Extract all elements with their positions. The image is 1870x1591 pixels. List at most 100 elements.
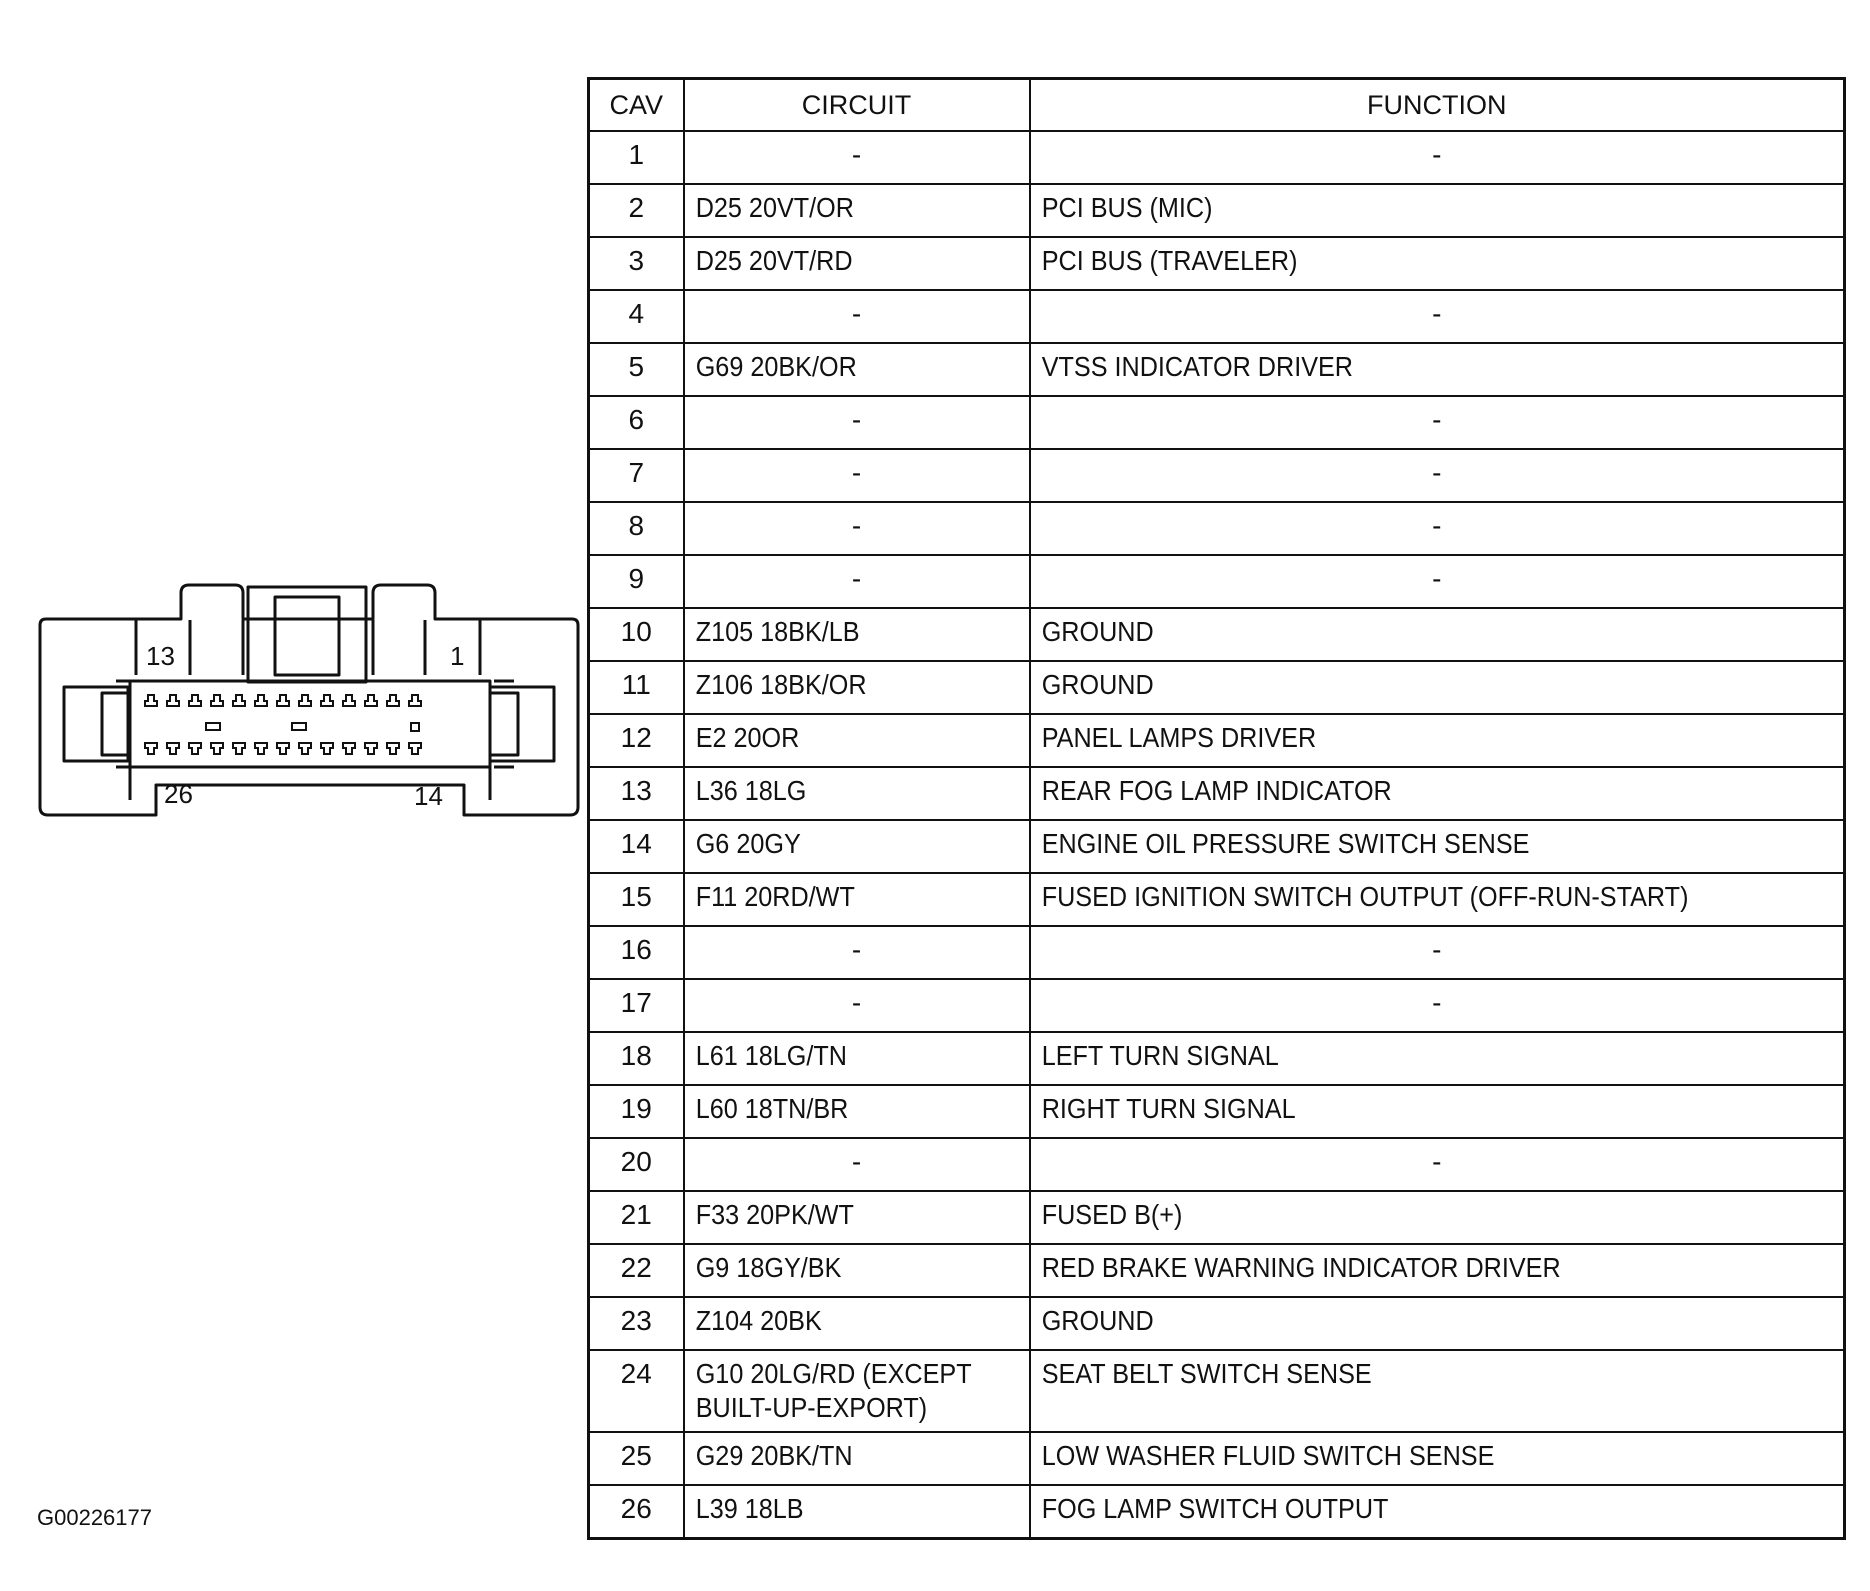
cav-cell: 25 (587, 1431, 685, 1486)
function-cell: - (1028, 554, 1846, 609)
circuit-cell: - (682, 554, 1031, 609)
bottom-row-pin (320, 742, 334, 755)
pin-label-1: 1 (450, 641, 464, 671)
cav-cell: 16 (587, 925, 685, 980)
function-cell: - (1028, 925, 1846, 980)
bottom-row-pin (188, 742, 202, 755)
function-cell: SEAT BELT SWITCH SENSE (1028, 1349, 1764, 1433)
circuit-cell: G10 20LG/RD (EXCEPT BUILT-UP-EXPORT) (682, 1349, 996, 1433)
circuit-cell: L39 18LB (682, 1484, 996, 1540)
top-row-pin (144, 694, 158, 707)
circuit-cell: Z104 20BK (682, 1296, 996, 1351)
function-cell: PCI BUS (MIC) (1028, 183, 1764, 238)
function-cell: - (1028, 130, 1846, 185)
left-key-inner (100, 691, 130, 757)
cav-cell: 5 (587, 342, 685, 397)
function-cell: RED BRAKE WARNING INDICATOR DRIVER (1028, 1243, 1764, 1298)
function-cell: - (1028, 1137, 1846, 1192)
circuit-cell: F33 20PK/WT (682, 1190, 996, 1245)
right-key-inner (488, 691, 520, 757)
function-cell: RIGHT TURN SIGNAL (1028, 1084, 1764, 1139)
circuit-cell: - (682, 130, 1031, 185)
pin-cavity-area (128, 679, 492, 769)
cav-cell: 1 (587, 130, 685, 185)
cav-cell: 15 (587, 872, 685, 927)
circuit-cell: L61 18LG/TN (682, 1031, 996, 1086)
bottom-row-pin (364, 742, 378, 755)
circuit-cell: G9 18GY/BK (682, 1243, 996, 1298)
header-circuit: CIRCUIT (682, 77, 1031, 132)
cav-cell: 9 (587, 554, 685, 609)
cav-cell: 8 (587, 501, 685, 556)
circuit-cell: L36 18LG (682, 766, 996, 821)
bottom-row-pin (210, 742, 224, 755)
function-cell: LOW WASHER FLUID SWITCH SENSE (1028, 1431, 1764, 1486)
function-cell: FOG LAMP SWITCH OUTPUT (1028, 1484, 1764, 1540)
top-row-pin (210, 694, 224, 707)
left-key (62, 685, 130, 763)
circuit-cell: Z105 18BK/LB (682, 607, 996, 662)
function-cell: GROUND (1028, 607, 1764, 662)
cav-cell: 2 (587, 183, 685, 238)
function-cell: REAR FOG LAMP INDICATOR (1028, 766, 1764, 821)
function-cell: VTSS INDICATOR DRIVER (1028, 342, 1764, 397)
function-cell: FUSED B(+) (1028, 1190, 1764, 1245)
function-cell: GROUND (1028, 1296, 1764, 1351)
connector-svg: 13 1 26 14 (38, 583, 580, 817)
pins-bottom-row (144, 742, 422, 755)
table-row: 6-- (587, 395, 1846, 450)
bottom-row-pin (254, 742, 268, 755)
cav-cell: 4 (587, 289, 685, 344)
function-cell: - (1028, 448, 1846, 503)
table-row: 20-- (587, 1137, 1846, 1192)
table-header-row: CAV CIRCUIT FUNCTION (587, 77, 1846, 132)
top-row-pin (342, 694, 356, 707)
top-row-pin (254, 694, 268, 707)
cav-cell: 18 (587, 1031, 685, 1086)
circuit-cell: G6 20GY (682, 819, 996, 874)
cav-cell: 22 (587, 1243, 685, 1298)
function-cell: - (1028, 289, 1846, 344)
cav-cell: 14 (587, 819, 685, 874)
pin-label-13: 13 (146, 641, 175, 671)
center-latch-window (273, 595, 341, 677)
table-row: 7-- (587, 448, 1846, 503)
circuit-cell: G29 20BK/TN (682, 1431, 996, 1486)
circuit-cell: Z106 18BK/OR (682, 660, 996, 715)
cav-cell: 12 (587, 713, 685, 768)
circuit-cell: - (682, 289, 1031, 344)
cav-cell: 21 (587, 1190, 685, 1245)
top-row-pin (276, 694, 290, 707)
circuit-cell: - (682, 501, 1031, 556)
cav-cell: 7 (587, 448, 685, 503)
bottom-row-pin (386, 742, 400, 755)
top-row-pin (166, 694, 180, 707)
bottom-row-pin (166, 742, 180, 755)
top-row-pin (364, 694, 378, 707)
pin-label-26: 26 (164, 779, 193, 809)
function-cell: PCI BUS (TRAVELER) (1028, 236, 1764, 291)
table-row: 8-- (587, 501, 1846, 556)
function-cell: - (1028, 501, 1846, 556)
cav-cell: 13 (587, 766, 685, 821)
function-cell: LEFT TURN SIGNAL (1028, 1031, 1764, 1086)
circuit-cell: L60 18TN/BR (682, 1084, 996, 1139)
top-row-pin (320, 694, 334, 707)
header-cav: CAV (587, 77, 685, 132)
cav-cell: 11 (587, 660, 685, 715)
